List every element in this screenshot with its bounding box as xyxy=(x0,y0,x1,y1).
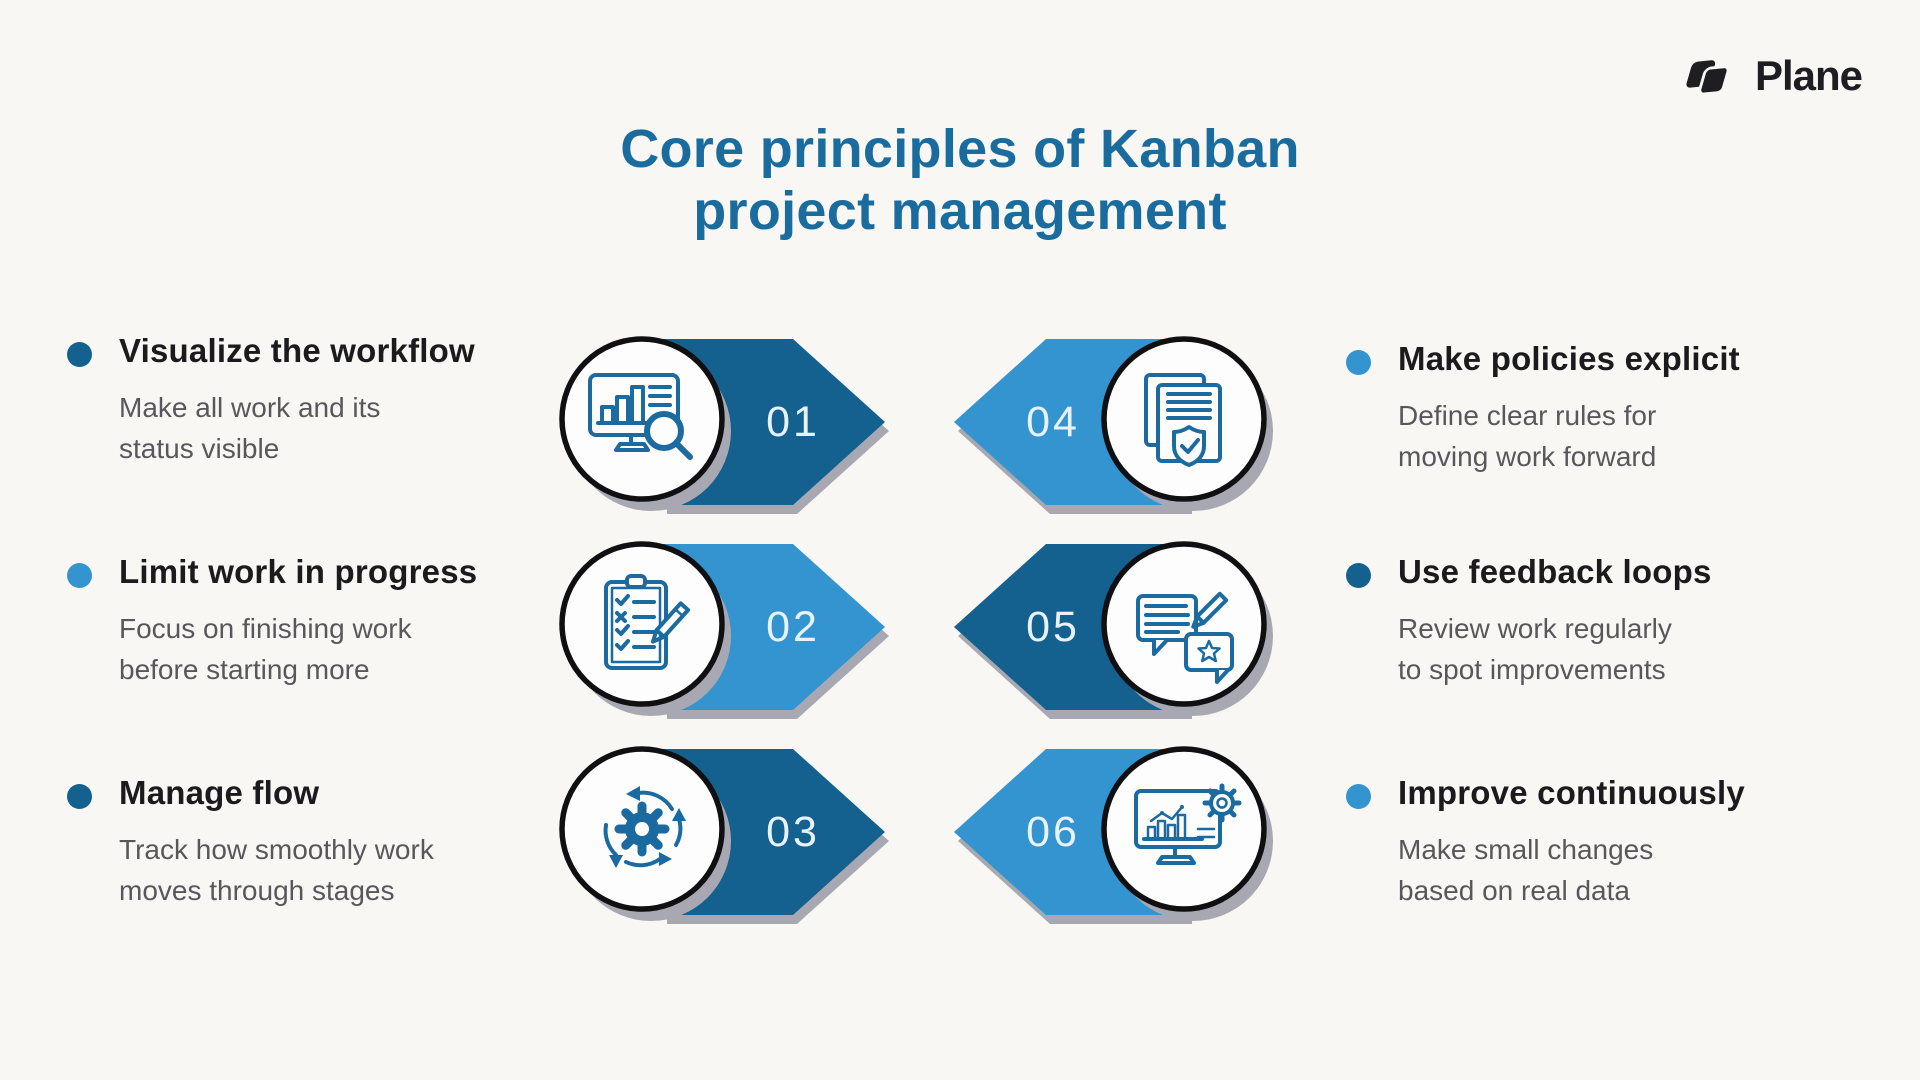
bullet-dot xyxy=(67,784,92,809)
brand-name: Plane xyxy=(1754,52,1863,99)
milestone-03: 03 xyxy=(559,746,889,924)
bullet-dot xyxy=(1346,563,1371,588)
step-number: 04 xyxy=(1026,398,1080,446)
step-number: 02 xyxy=(766,603,820,651)
gear-cycle-icon xyxy=(603,786,686,868)
step-number: 05 xyxy=(1026,603,1080,651)
principle-heading: Use feedback loops xyxy=(1398,553,1712,590)
principle-heading: Make policies explicit xyxy=(1398,340,1740,377)
principle-item-5: Use feedback loops Review work regularly… xyxy=(1346,553,1816,690)
step-number: 03 xyxy=(766,808,820,856)
monitor-search-icon xyxy=(588,373,693,460)
brand-logo: Plane xyxy=(1681,52,1863,100)
principle-heading: Improve continuously xyxy=(1398,774,1745,811)
milestone-02: 02 xyxy=(559,541,889,719)
gear-teeth xyxy=(1202,783,1242,823)
documents-shield-icon xyxy=(1144,373,1222,467)
milestone-01: 01 xyxy=(559,336,889,514)
principle-item-4: Make policies explicit Define clear rule… xyxy=(1346,340,1816,477)
principle-description: Define clear rules for moving work forwa… xyxy=(1398,400,1657,472)
principle-description: Make all work and its status visible xyxy=(119,392,381,464)
bullet-dot xyxy=(1346,784,1371,809)
page-title-line2: project management xyxy=(693,181,1227,241)
milestone-04: 04 xyxy=(954,336,1273,514)
principle-heading: Manage flow xyxy=(119,774,320,811)
page-title: Core principles of Kanban project manage… xyxy=(0,118,1920,242)
bullet-dot xyxy=(67,563,92,588)
plane-logo-icon xyxy=(1686,60,1730,96)
monitor-gear-icon xyxy=(1134,783,1242,865)
principle-heading: Limit work in progress xyxy=(119,553,478,590)
milestone-06: 06 xyxy=(954,746,1273,924)
principle-description: Track how smoothly work moves through st… xyxy=(119,834,434,906)
page-title-line1: Core principles of Kanban xyxy=(620,119,1300,179)
bullet-dot xyxy=(67,342,92,367)
principle-heading: Visualize the workflow xyxy=(119,332,475,369)
step-number: 01 xyxy=(766,398,820,446)
clipboard-checklist-icon xyxy=(604,574,691,670)
milestone-05: 05 xyxy=(954,541,1273,719)
feedback-chat-icon xyxy=(1136,591,1234,684)
principle-item-2: Limit work in progress Focus on finishin… xyxy=(67,553,537,690)
badge-circle xyxy=(559,541,725,707)
principle-item-6: Improve continuously Make small changes … xyxy=(1346,774,1816,911)
principle-description: Review work regularly to spot improvemen… xyxy=(1398,613,1672,685)
bullet-dot xyxy=(1346,350,1371,375)
principle-description: Make small changes based on real data xyxy=(1398,834,1654,906)
principle-description: Focus on finishing work before starting … xyxy=(119,613,412,685)
step-number: 06 xyxy=(1026,808,1080,856)
principle-item-1: Visualize the workflow Make all work and… xyxy=(67,332,537,469)
principle-item-3: Manage flow Track how smoothly work move… xyxy=(67,774,537,911)
